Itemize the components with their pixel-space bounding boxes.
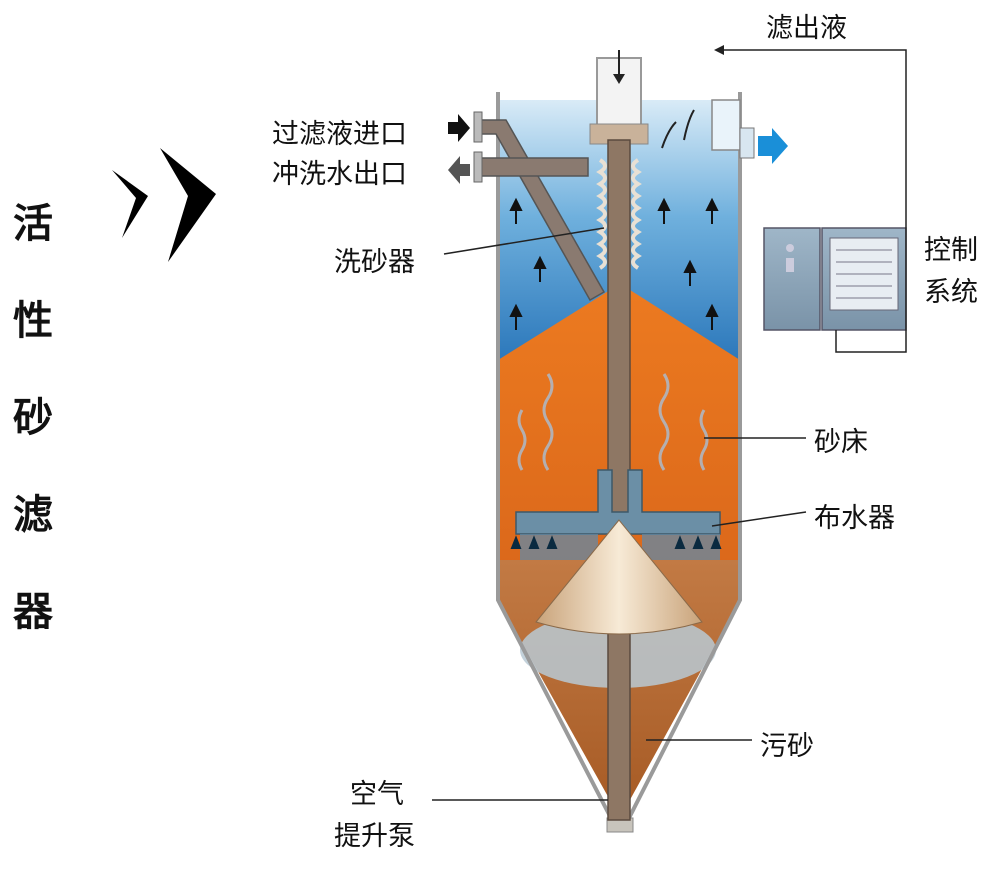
title-char: 性 <box>13 298 53 344</box>
label-sand-washer: 洗砂器 <box>334 247 415 278</box>
title-char: 砂 <box>13 395 53 441</box>
label-control-2: 系统 <box>924 277 978 308</box>
label-distributor: 布水器 <box>814 503 895 534</box>
title-char: 器 <box>13 589 53 635</box>
label-wash-outlet: 冲洗水出口 <box>272 159 407 190</box>
vertical-title: 活 性 砂 滤 器 <box>8 176 58 661</box>
distributor-arrows <box>510 535 722 549</box>
label-airlift-1: 空气 <box>350 779 404 810</box>
title-char: 滤 <box>13 492 53 538</box>
label-inlet: 过滤液进口 <box>272 119 407 150</box>
label-airlift-2: 提升泵 <box>334 821 415 852</box>
wavy-flow-arrows <box>517 373 709 471</box>
label-control-1: 控制 <box>924 235 978 266</box>
label-filtrate: 滤出液 <box>766 13 847 44</box>
cone-deflector <box>535 519 703 635</box>
control-line <box>722 49 907 353</box>
label-dirty-sand: 污砂 <box>760 731 814 762</box>
wash-outlet-arrow-icon <box>448 156 470 184</box>
leader-lines <box>432 227 807 801</box>
flow-arrows <box>509 197 719 330</box>
top-structure <box>473 50 788 302</box>
control-system-box <box>763 227 907 331</box>
inlet-arrow-icon <box>448 114 470 142</box>
chevron-icon <box>112 148 216 262</box>
label-sand-bed: 砂床 <box>814 427 868 458</box>
title-char: 活 <box>13 201 53 247</box>
